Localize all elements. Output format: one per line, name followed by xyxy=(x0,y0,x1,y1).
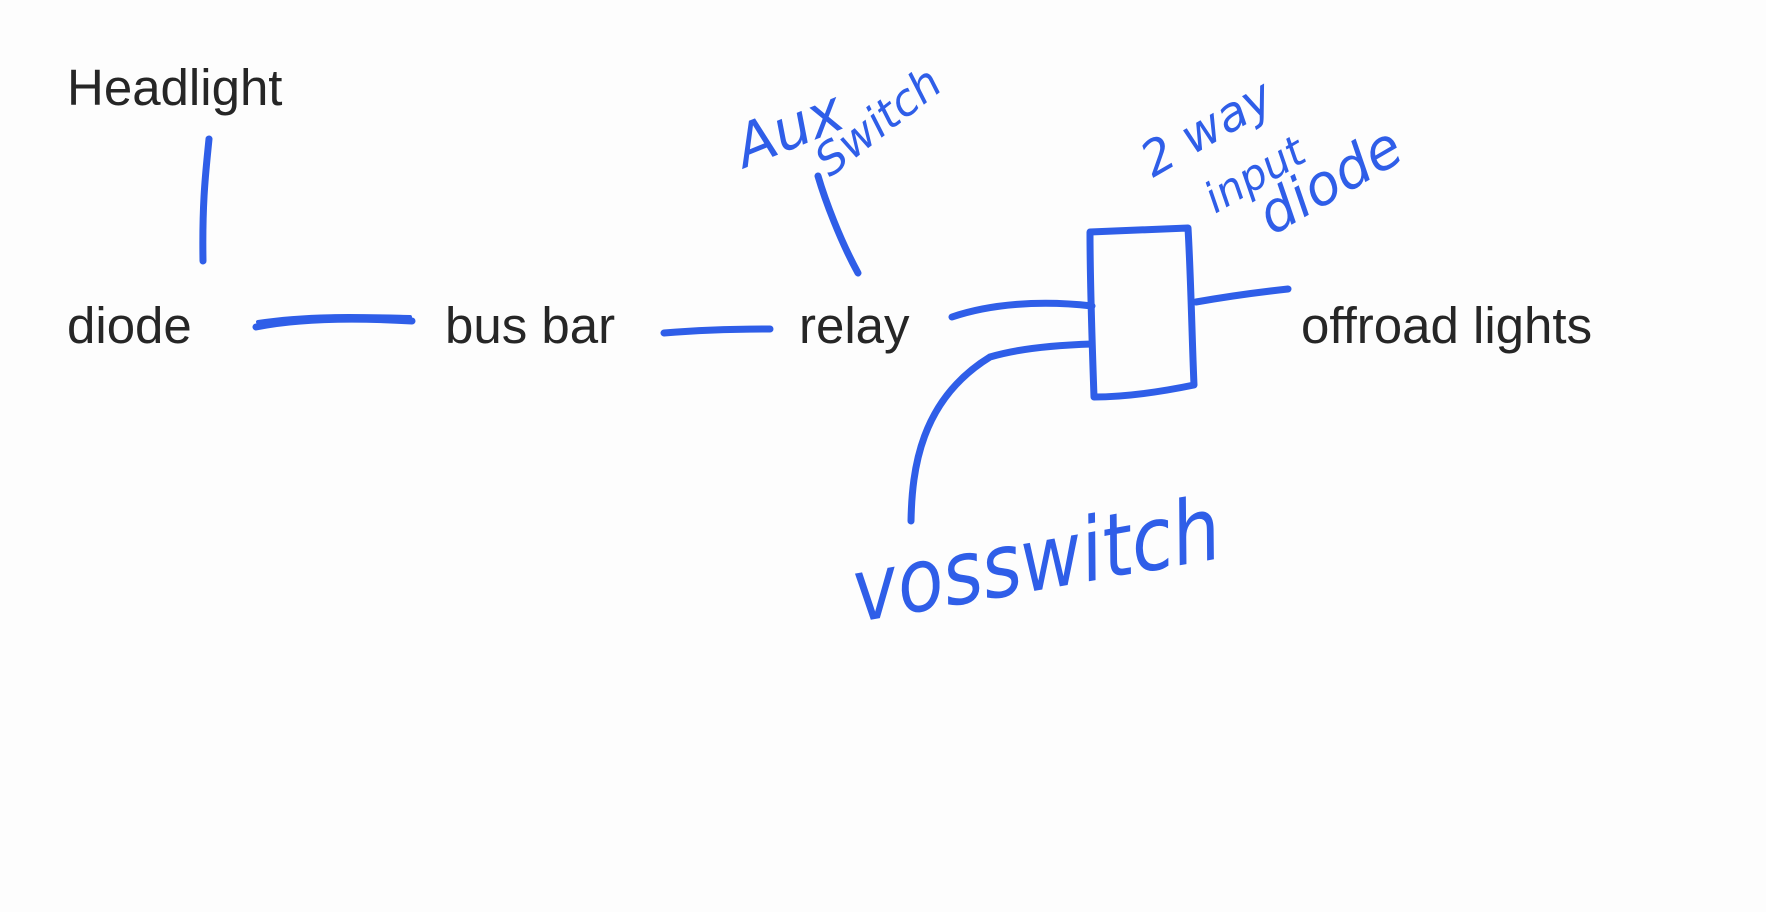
headlight-label: Headlight xyxy=(67,59,283,116)
diode-label: diode xyxy=(67,297,192,354)
busbar-relay-wire xyxy=(660,325,774,337)
diode-box-offroad-wire xyxy=(1192,285,1292,306)
offroad-lights-label: offroad lights xyxy=(1301,297,1593,354)
diode-handwritten-text: diode xyxy=(1247,114,1414,248)
bus-bar-label: bus bar xyxy=(445,297,616,354)
two-way-diode-box xyxy=(1086,224,1198,401)
vosswitch-text: vosswitch xyxy=(844,477,1228,643)
diode-busbar-wire xyxy=(252,315,416,331)
relay-diode-box-wire xyxy=(948,299,1096,321)
headlight-diode-wire xyxy=(199,135,213,265)
aux-switch-wire xyxy=(814,172,862,277)
vosswitch-wire xyxy=(907,340,1096,525)
relay-label: relay xyxy=(799,297,910,354)
